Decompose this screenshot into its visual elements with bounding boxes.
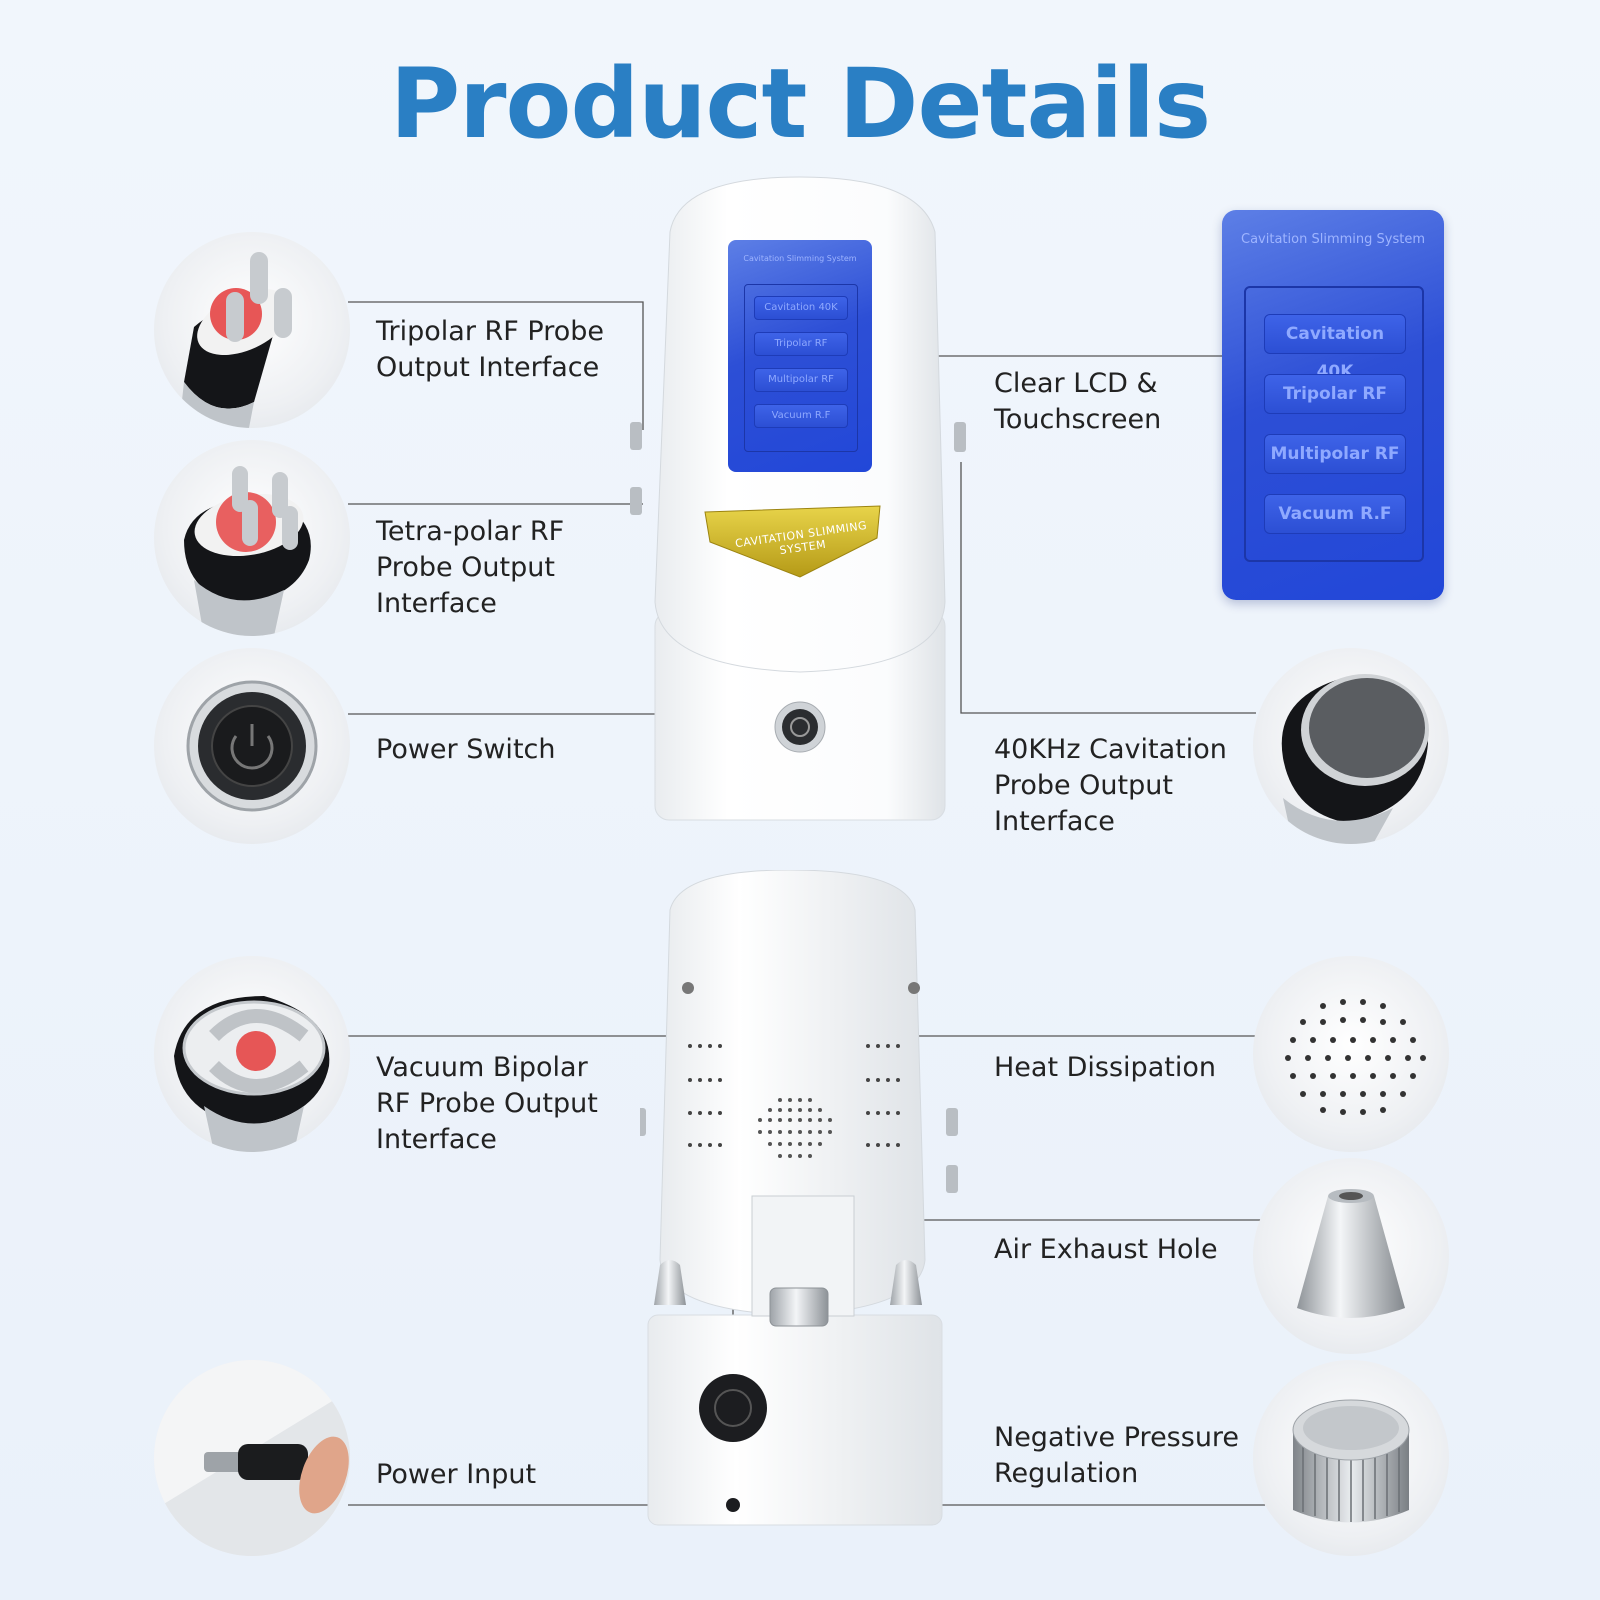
front-lcd-screen[interactable]: Cavitation Slimming System Cavitation 40… xyxy=(728,240,872,472)
tripolar-probe-photo xyxy=(154,232,350,428)
front-lcd-button-vacuum[interactable]: Vacuum R.F xyxy=(754,404,848,428)
front-lcd-button-multipolar[interactable]: Multipolar RF xyxy=(754,368,848,392)
power-input-photo xyxy=(154,1360,350,1556)
lcd-button-tripolar[interactable]: Tripolar RF xyxy=(1264,374,1406,414)
label-exhaust: Air Exhaust Hole xyxy=(994,1232,1218,1268)
label-tripolar-line-1: Tripolar RF Probe xyxy=(376,316,604,347)
front-lcd-button-tripolar[interactable]: Tripolar RF xyxy=(754,332,848,356)
exhaust-nozzle-icon xyxy=(1297,1189,1405,1318)
label-vacuum-line-3: Interface xyxy=(376,1124,497,1155)
negative-pressure-photo xyxy=(1253,1360,1449,1556)
lcd-button-cavitation[interactable]: Cavitation 40K xyxy=(1264,314,1406,382)
label-cavitation-line-2: Probe Output xyxy=(994,770,1173,801)
cavitation-probe-photo xyxy=(1253,648,1449,844)
heat-dissipation-photo xyxy=(1253,956,1449,1152)
label-power-input: Power Input xyxy=(376,1457,536,1493)
label-tetrapolar-line-2: Probe Output xyxy=(376,552,555,583)
lcd-button-vacuum[interactable]: Vacuum R.F xyxy=(1264,494,1406,534)
tetrapolar-probe-photo xyxy=(154,440,350,636)
front-lcd-button-cavitation[interactable]: Cavitation 40K xyxy=(754,296,848,320)
vent-grille-icon xyxy=(1285,999,1426,1115)
knob-icon xyxy=(1292,1399,1410,1523)
power-plug-icon xyxy=(154,1360,350,1556)
label-tetrapolar-line-3: Interface xyxy=(376,588,497,619)
tetrapolar-probe-icon xyxy=(184,466,311,636)
air-exhaust-photo xyxy=(1253,1158,1449,1354)
label-lcd-line-1: Clear LCD & xyxy=(994,368,1158,399)
label-lcd-line-2: Touchscreen xyxy=(994,404,1162,435)
label-pressure-line-2: Regulation xyxy=(994,1458,1139,1489)
label-tetrapolar: Tetra-polar RF Probe Output Interface xyxy=(376,514,564,622)
lcd-closeup-header: Cavitation Slimming System xyxy=(1241,232,1425,247)
line-tripolar xyxy=(348,301,644,430)
label-power-switch-line-1: Power Switch xyxy=(376,734,556,765)
label-heat-line-1: Heat Dissipation xyxy=(994,1052,1216,1083)
label-heat: Heat Dissipation xyxy=(994,1050,1216,1086)
label-pressure: Negative Pressure Regulation xyxy=(994,1420,1239,1492)
label-lcd: Clear LCD & Touchscreen xyxy=(994,366,1161,438)
lcd-closeup[interactable]: Cavitation Slimming System Cavitation 40… xyxy=(1222,210,1444,600)
page-title: Product Details xyxy=(389,48,1211,160)
label-vacuum: Vacuum Bipolar RF Probe Output Interface xyxy=(376,1050,598,1158)
label-tripolar-line-2: Output Interface xyxy=(376,352,600,383)
vacuum-probe-photo xyxy=(154,956,350,1152)
label-vacuum-line-2: RF Probe Output xyxy=(376,1088,598,1119)
line-cavitation xyxy=(960,462,1256,714)
tripolar-probe-icon xyxy=(179,252,292,428)
label-tetrapolar-line-1: Tetra-polar RF xyxy=(376,516,565,547)
label-power-input-line-1: Power Input xyxy=(376,1459,537,1490)
cavitation-probe-icon xyxy=(1281,674,1429,844)
power-button-icon xyxy=(186,680,318,812)
vacuum-probe-icon xyxy=(174,996,330,1152)
label-cavitation-line-1: 40KHz Cavitation xyxy=(994,734,1227,765)
label-power-switch: Power Switch xyxy=(376,732,555,768)
label-vacuum-line-1: Vacuum Bipolar xyxy=(376,1052,588,1083)
label-tripolar: Tripolar RF Probe Output Interface xyxy=(376,314,604,386)
device-back xyxy=(640,870,958,1526)
power-switch-photo xyxy=(154,648,350,844)
lcd-button-multipolar[interactable]: Multipolar RF xyxy=(1264,434,1406,474)
label-pressure-line-1: Negative Pressure xyxy=(994,1422,1240,1453)
label-cavitation: 40KHz Cavitation Probe Output Interface xyxy=(994,732,1227,840)
front-lcd-frame xyxy=(744,284,858,452)
front-lcd-header: Cavitation Slimming System xyxy=(743,254,857,263)
lcd-closeup-frame xyxy=(1244,286,1424,562)
label-cavitation-line-3: Interface xyxy=(994,806,1115,837)
label-exhaust-line-1: Air Exhaust Hole xyxy=(994,1234,1218,1265)
